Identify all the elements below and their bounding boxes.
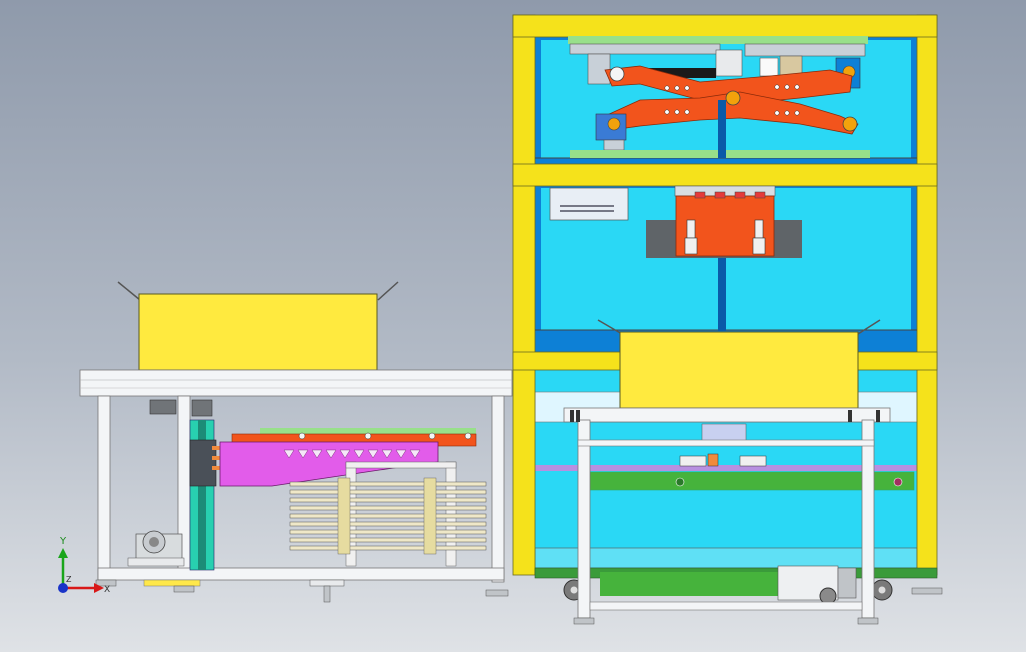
mid-beam bbox=[512, 163, 938, 187]
carton-box-left bbox=[138, 293, 378, 371]
coordinate-triad: Y X Z bbox=[58, 536, 110, 595]
left-machine bbox=[79, 281, 513, 603]
left-base-rail bbox=[97, 567, 505, 581]
left-leg-3 bbox=[491, 395, 505, 583]
control-box bbox=[549, 187, 629, 221]
right-carton bbox=[597, 319, 881, 409]
drive-motor bbox=[127, 530, 185, 567]
lilac-rail bbox=[535, 465, 917, 471]
base-cyan-strip bbox=[534, 547, 918, 569]
gripper-unit bbox=[549, 185, 802, 331]
base-green-body bbox=[600, 572, 780, 596]
z-axis-label: Z bbox=[66, 575, 72, 584]
scissor-mechanism bbox=[568, 36, 870, 158]
left-carton bbox=[117, 281, 399, 371]
conveyor-table-top bbox=[79, 369, 513, 397]
y-axis-label: Y bbox=[59, 536, 67, 547]
lift-right-leg bbox=[861, 419, 875, 619]
lift-frame bbox=[563, 407, 891, 625]
green-guide-rail bbox=[260, 428, 476, 436]
left-leg-1 bbox=[97, 395, 111, 583]
left-post bbox=[512, 14, 536, 576]
lift-left-leg bbox=[577, 419, 591, 619]
x-axis-label: X bbox=[104, 585, 110, 595]
right-machine bbox=[512, 14, 943, 625]
sheet-stack bbox=[289, 461, 487, 567]
z-axis-dot bbox=[58, 583, 68, 593]
upper-scissor-arm bbox=[604, 65, 853, 105]
top-plate-green bbox=[568, 36, 868, 44]
top-beam bbox=[512, 14, 938, 38]
right-post bbox=[916, 14, 938, 576]
lift-top-rail bbox=[563, 407, 891, 423]
carton-box-right bbox=[619, 331, 859, 409]
